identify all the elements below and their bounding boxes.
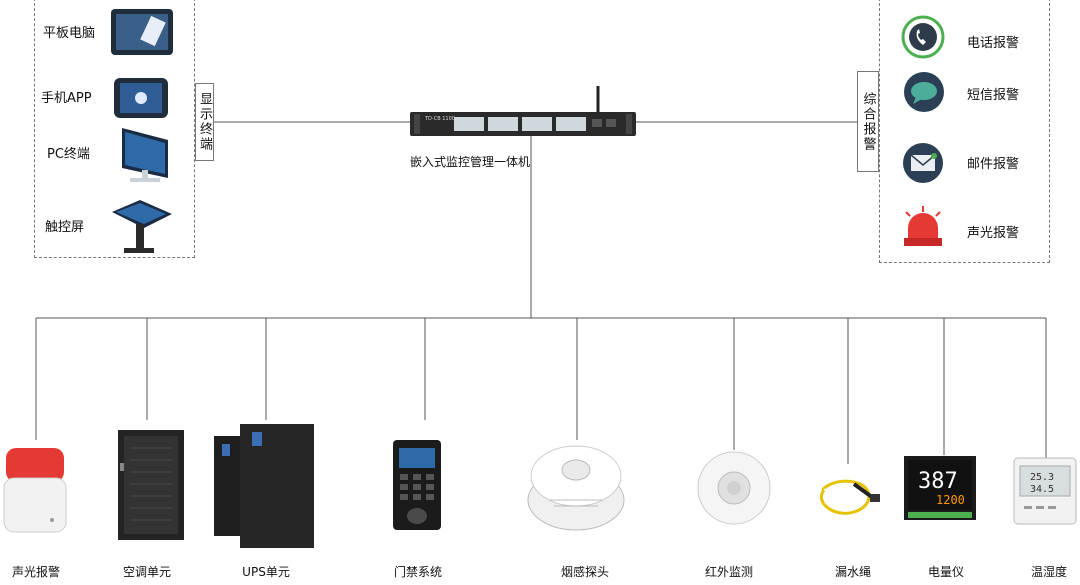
meter-top-reading: 387 [918, 469, 958, 494]
ac-cabinet-icon [118, 430, 184, 540]
device-label-smoke: 烟感探头 [560, 565, 610, 579]
ups-icon [214, 424, 314, 548]
hub-label: 嵌入式监控管理一体机 [410, 155, 531, 169]
power-meter-icon: 387 1200 [904, 456, 976, 520]
alarm-item-email: 邮件报警 [967, 157, 1020, 172]
device-label-infrared: 红外监测 [704, 565, 754, 579]
th-top-reading: 25.3 [1030, 472, 1054, 483]
display-item-pc: PC终端 [47, 147, 90, 162]
display-item-touch: 触控屏 [45, 220, 85, 235]
device-label-siren: 声光报警 [11, 565, 61, 579]
siren-icon [3, 448, 67, 533]
display-item-tablet: 平板电脑 [43, 26, 96, 41]
display-terminal-group [34, 0, 195, 258]
alarm-item-phone: 电话报警 [967, 36, 1020, 51]
leak-rope-icon [820, 479, 880, 515]
hub-device-text: TD-CB 1100 [425, 116, 455, 122]
device-label-ac: 空调单元 [122, 565, 172, 579]
display-item-mobile: 手机APP [41, 91, 92, 106]
touch-kiosk-icon [112, 200, 172, 253]
tablet-icon [111, 9, 173, 55]
alarm-group-title: 综合报警 [857, 71, 879, 172]
phone-icon [901, 15, 945, 59]
monitor-icon [122, 128, 168, 182]
access-control-icon [393, 440, 441, 530]
device-label-th: 温湿度 [1030, 565, 1068, 579]
mobile-app-icon [114, 78, 168, 118]
temp-humidity-icon: 25.3 34.5 [1013, 457, 1077, 525]
device-label-meter: 电量仪 [927, 565, 965, 579]
device-label-ups: UPS单元 [242, 565, 290, 579]
meter-bottom-reading: 1200 [936, 493, 965, 507]
connector-lines [35, 121, 1047, 464]
hub-device [410, 86, 636, 136]
display-group-title: 显示终端 [195, 83, 214, 161]
infrared-sensor-icon [697, 451, 771, 525]
device-label-leak: 漏水绳 [834, 565, 872, 579]
smoke-detector-icon [527, 445, 625, 531]
th-bottom-reading: 34.5 [1030, 484, 1054, 495]
alarm-light-icon [904, 206, 942, 246]
email-icon [903, 143, 943, 183]
alarm-item-light: 声光报警 [967, 226, 1020, 241]
alarm-group [879, 0, 1050, 263]
device-label-access: 门禁系统 [393, 565, 443, 579]
alarm-item-sms: 短信报警 [967, 88, 1020, 103]
sms-bubble-icon [904, 72, 944, 112]
